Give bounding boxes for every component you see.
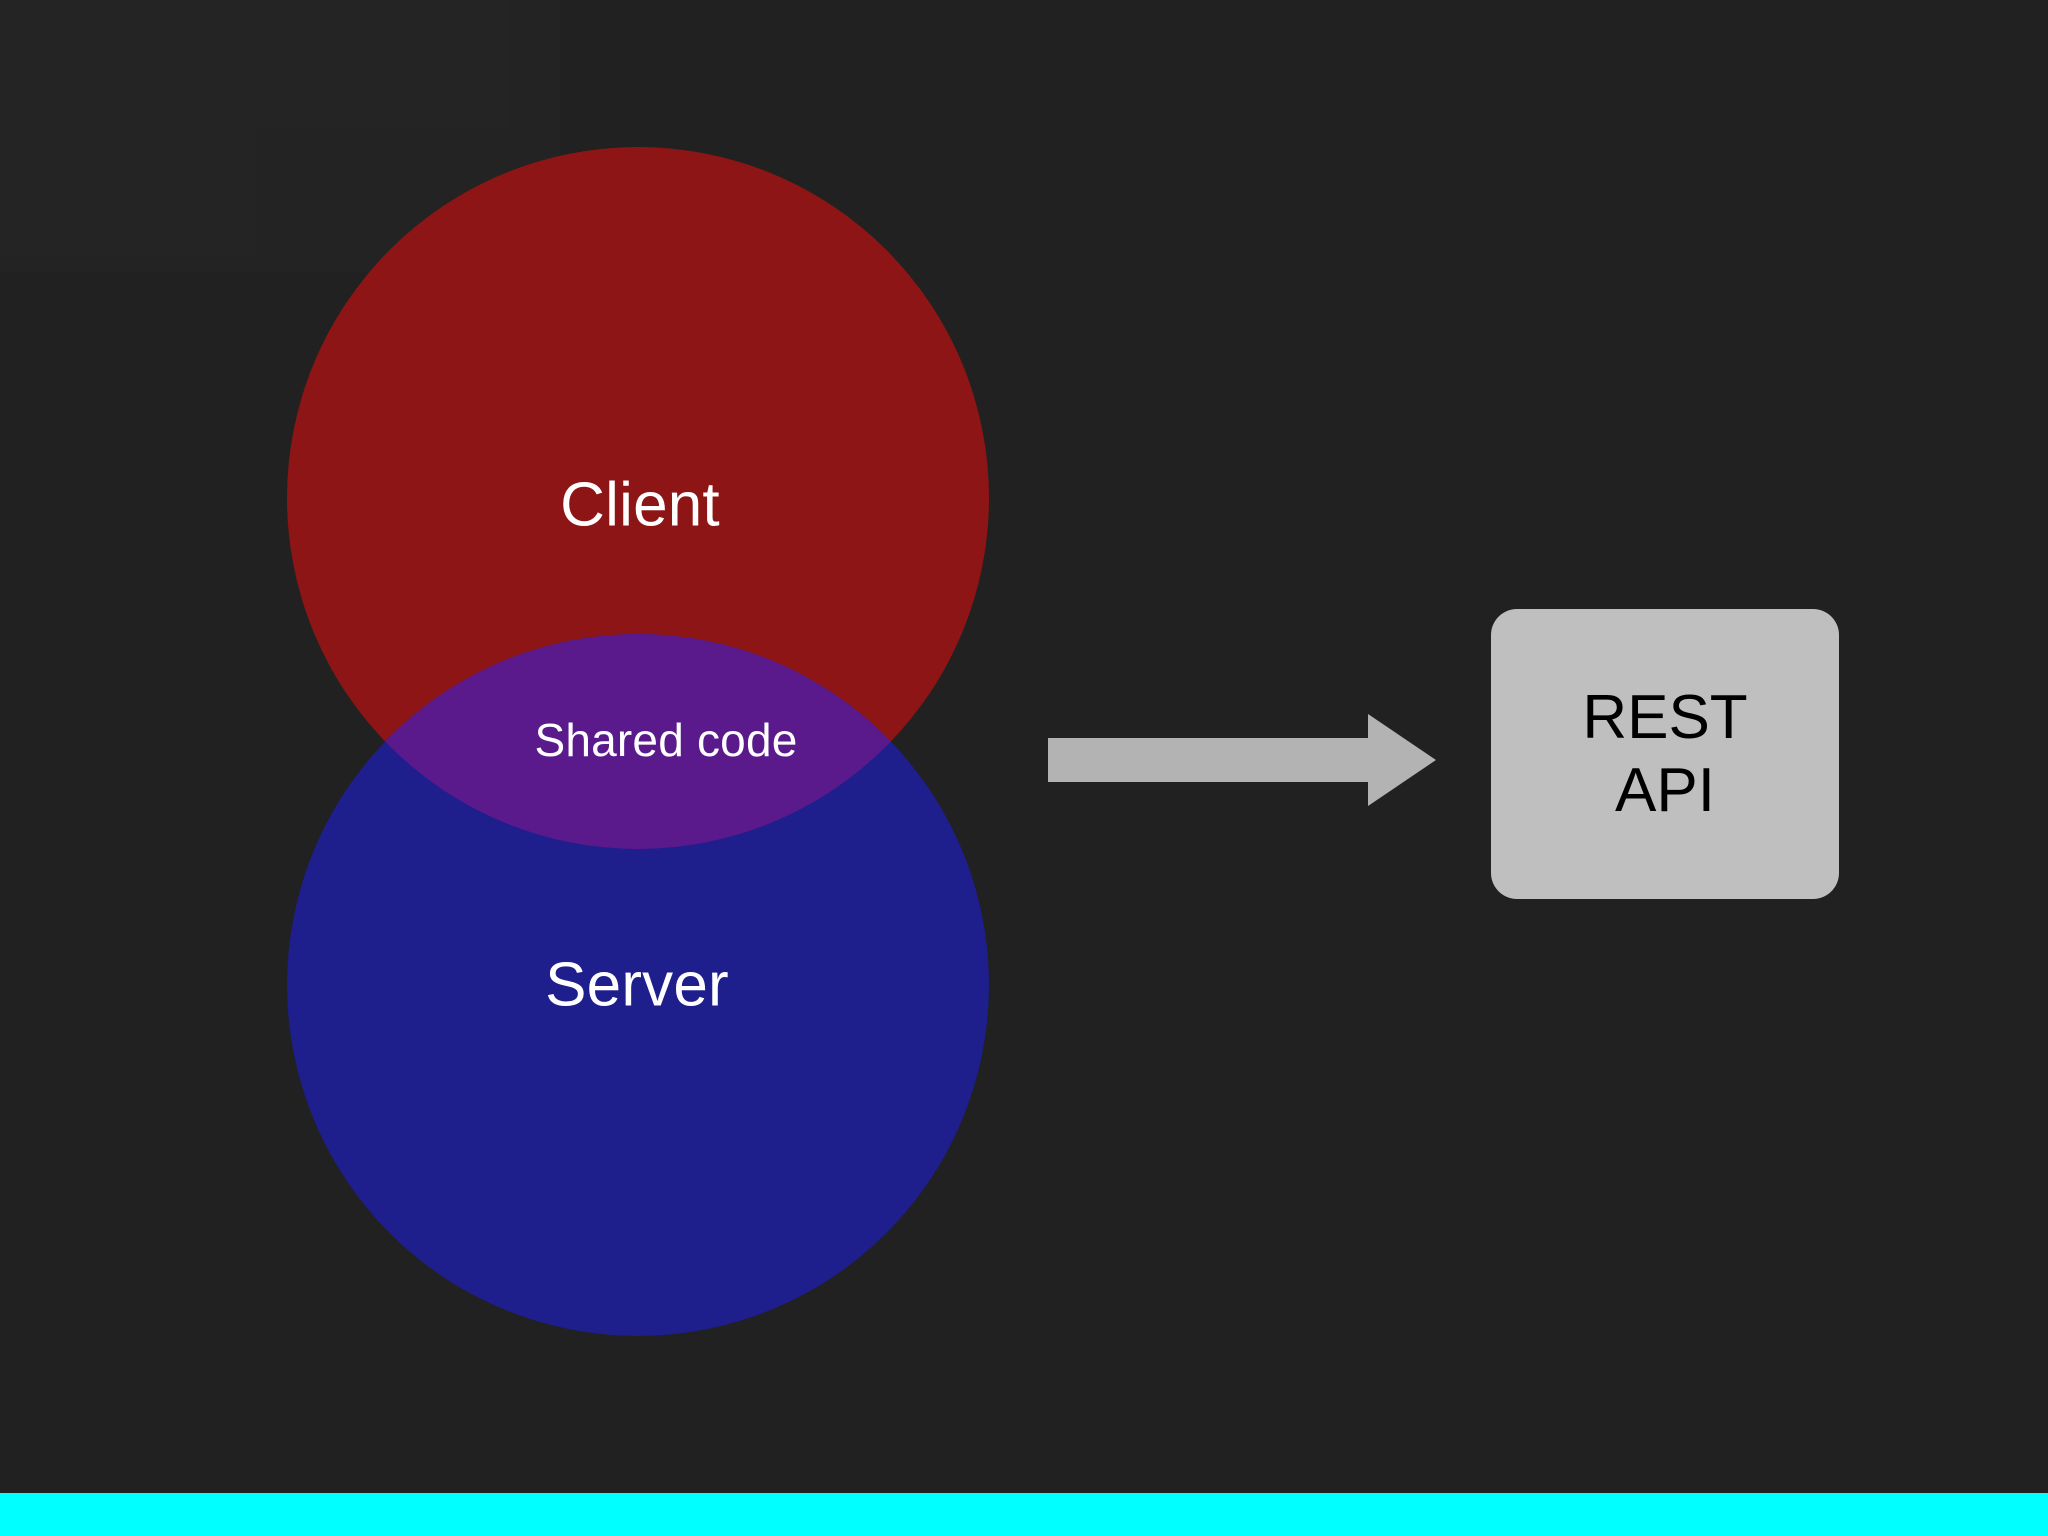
arrow-shape — [1048, 714, 1436, 806]
rest-api-box[interactable]: REST API — [1491, 609, 1839, 899]
venn-label-client: Client — [560, 470, 720, 540]
venn-label-shared-code: Shared code — [534, 714, 798, 766]
right-arrow-icon[interactable] — [1048, 712, 1436, 808]
rest-api-label-line2: API — [1615, 756, 1715, 825]
footer-accent-bar — [0, 1493, 2048, 1536]
venn-intersection-shared-code[interactable] — [287, 634, 989, 1336]
venn-label-server: Server — [545, 950, 729, 1020]
rest-api-label-line1: REST — [1582, 682, 1748, 752]
